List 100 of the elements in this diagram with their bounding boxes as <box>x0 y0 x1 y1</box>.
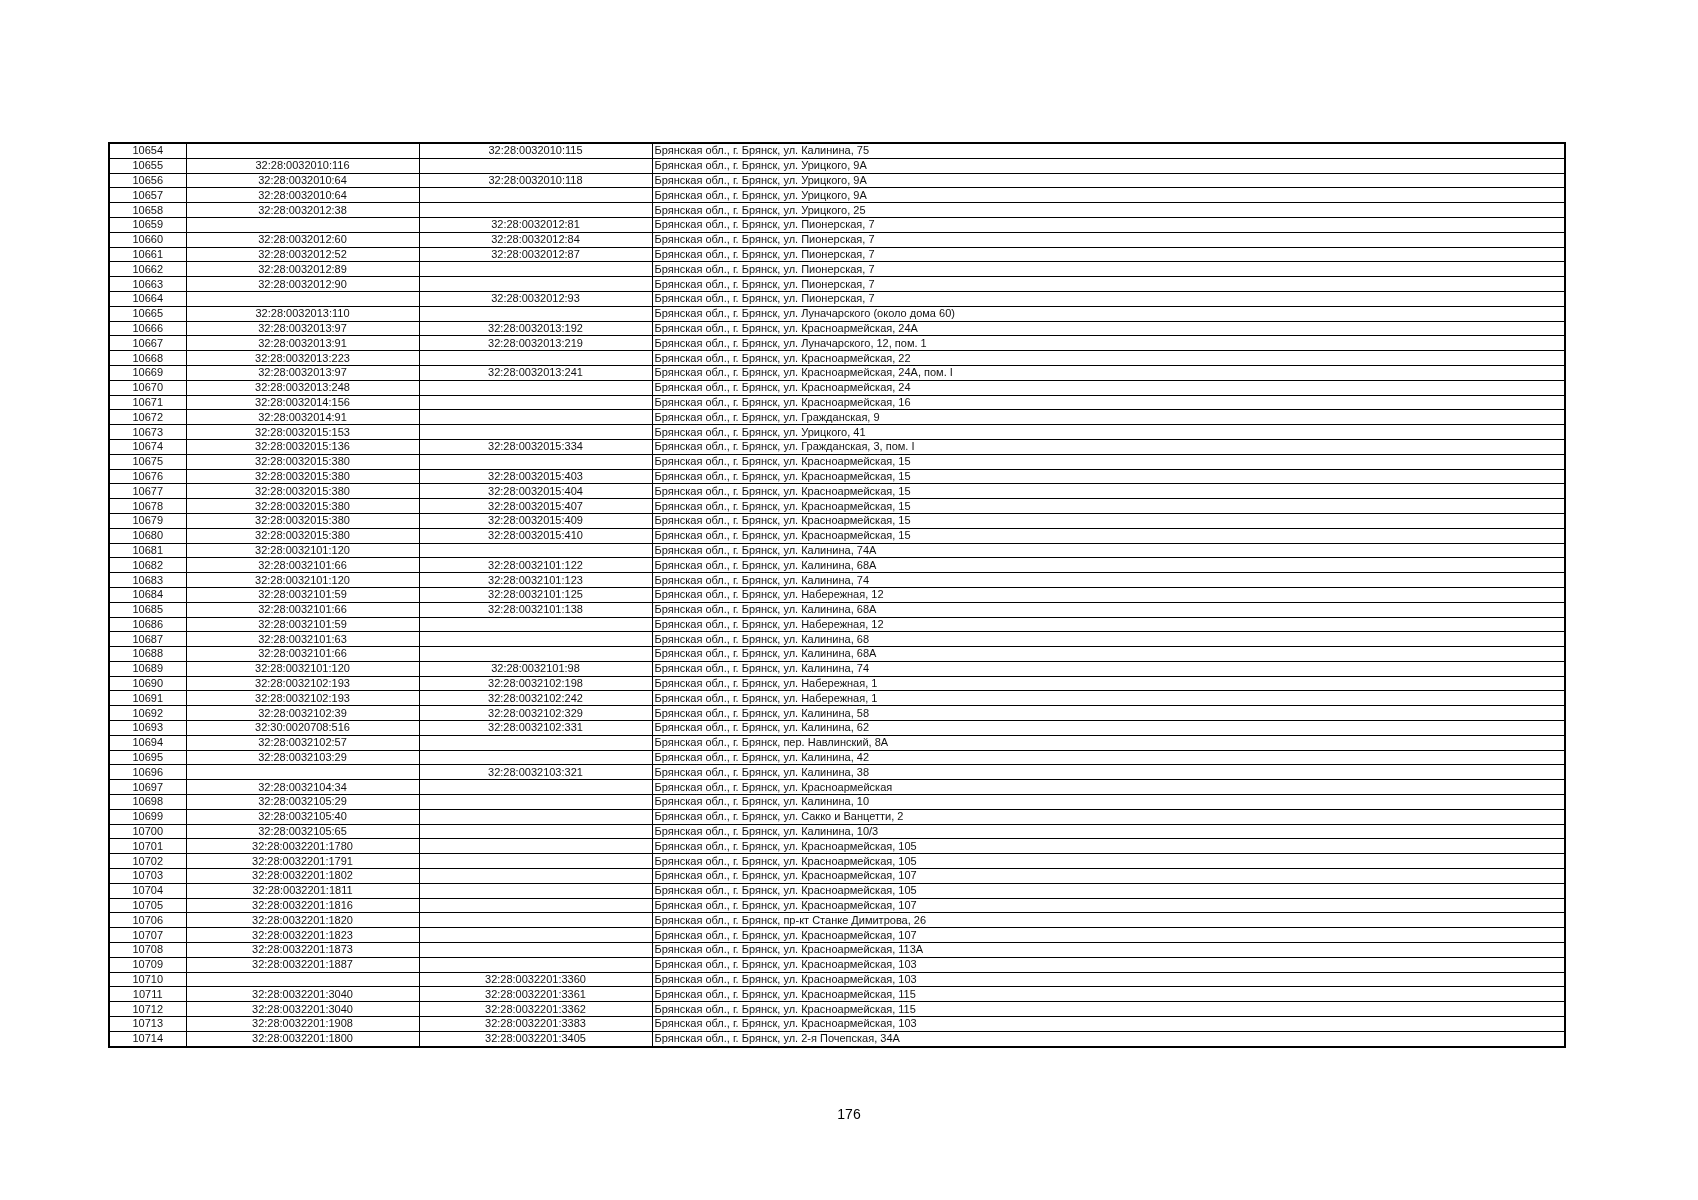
table-cell: 10670 <box>132 381 164 395</box>
table-cell: 10695 <box>132 751 164 765</box>
table-cell: 10654 <box>132 144 164 158</box>
table-cell: Брянская обл., г. Брянск, ул. Красноармейская, 105 <box>654 884 917 898</box>
table-cell: 32:28:0032103:321 <box>488 765 583 779</box>
table-cell: 10689 <box>132 662 164 676</box>
table-cell: 32:28:0032201:3360 <box>485 973 586 986</box>
table-cell: 10704 <box>132 884 164 898</box>
table-cell: 32:28:0032012:38 <box>258 203 347 217</box>
table-cell: 32:28:0032201:1802 <box>252 869 353 883</box>
table-cell: 32:28:0032101:98 <box>491 662 580 676</box>
table-cell: 32:28:0032105:65 <box>258 825 347 839</box>
table-cell: 10705 <box>132 899 164 913</box>
table-cell: Брянская обл., г. Брянск, ул. Красноармейская, 107 <box>654 928 917 942</box>
table-cell: 10701 <box>132 839 164 853</box>
table-cell: 10672 <box>132 410 164 424</box>
table-cell: 32:28:0032201:1791 <box>252 854 353 868</box>
table-cell: 32:28:0032105:40 <box>258 810 347 824</box>
table-cell: 10660 <box>132 233 164 247</box>
table-cell: 32:28:0032102:242 <box>488 691 583 705</box>
table-cell: 10664 <box>132 292 164 306</box>
table-cell: Брянская обл., г. Брянск, ул. Пионерская, 7 <box>654 247 875 261</box>
table-cell: 10659 <box>132 218 164 232</box>
table-cell: 10710 <box>132 973 164 986</box>
table-cell: 10691 <box>132 691 164 705</box>
table-cell: 32:28:0032013:192 <box>488 321 583 335</box>
table-cell: 10683 <box>132 573 164 587</box>
table-cell: 32:28:0032201:1820 <box>252 913 353 927</box>
table-cell: 10702 <box>132 854 164 868</box>
table-cell: 10655 <box>132 159 164 173</box>
table-cell: 32:28:0032015:409 <box>488 514 583 528</box>
table-cell: 32:28:0032201:1887 <box>252 958 353 972</box>
table-cell: Брянская обл., г. Брянск, ул. Калинина, 58 <box>654 706 870 720</box>
table-cell: 32:28:0032201:1816 <box>252 899 353 913</box>
table-cell: 32:28:0032102:57 <box>258 736 347 750</box>
table-cell: Брянская обл., г. Брянск, ул. Красноармейская, 105 <box>654 854 917 868</box>
table-cell: Брянская обл., г. Брянск, ул. Урицкого, 25 <box>654 203 866 217</box>
table-cell: 10690 <box>132 677 164 691</box>
table-cell: Брянская обл., г. Брянск, ул. Калинина, 74 <box>654 662 870 676</box>
table-cell: 32:28:0032013:219 <box>488 336 583 350</box>
table-cell: 32:28:0032015:380 <box>255 469 350 483</box>
table-cell: 32:28:0032012:84 <box>491 233 580 247</box>
table-cell: Брянская обл., г. Брянск, ул. Калинина, 68А <box>654 603 877 617</box>
table-cell: 32:28:0032015:410 <box>488 529 583 543</box>
table-cell: 32:28:0032102:329 <box>488 706 583 720</box>
table-cell: 32:28:0032101:59 <box>258 588 347 602</box>
table-cell: 32:28:0032101:66 <box>258 558 347 572</box>
table-cell: 32:28:0032012:81 <box>491 218 580 232</box>
table-cell: 32:28:0032013:248 <box>255 381 350 395</box>
table-cell: 10673 <box>132 425 164 439</box>
table-cell: Брянская обл., г. Брянск, ул. Набережная, 12 <box>654 588 884 602</box>
table-cell: Брянская обл., г. Брянск, ул. Красноармейская, 24А, пом. I <box>654 366 953 380</box>
table-cell: 10688 <box>132 647 164 661</box>
table-cell: 32:28:0032015:380 <box>255 499 350 513</box>
table-cell: 32:28:0032015:136 <box>255 440 350 454</box>
table-cell: 32:28:0032201:3040 <box>252 1002 353 1016</box>
table-cell: 32:28:0032014:91 <box>258 410 347 424</box>
table-cell: Брянская обл., г. Брянск, ул. Калинина, 62 <box>654 721 870 735</box>
table-cell: 32:28:0032201:3040 <box>252 987 353 1001</box>
table-cell: 32:28:0032010:64 <box>258 174 347 187</box>
table-cell: 32:28:0032102:193 <box>255 691 350 705</box>
table-cell: Брянская обл., г. Брянск, ул. Красноармейская, 107 <box>654 899 917 913</box>
table-cell: Брянская обл., г. Брянск, ул. Пионерская, 7 <box>654 277 875 291</box>
table-cell: Брянская обл., г. Брянск, ул. Калинина, 42 <box>654 751 870 765</box>
table-cell: Брянская обл., г. Брянск, ул. Красноармейская, 15 <box>654 514 911 528</box>
table-cell: 32:28:0032013:223 <box>255 351 350 365</box>
table-cell: 32:28:0032101:120 <box>255 662 350 676</box>
table-cell: 32:28:0032101:125 <box>488 588 583 602</box>
table-cell: Брянская обл., г. Брянск, ул. Красноармейская, 15 <box>654 469 911 483</box>
table-cell: Брянская обл., г. Брянск, ул. Пионерская, 7 <box>654 218 875 232</box>
table-cell: 10680 <box>132 529 164 543</box>
table-cell: Брянская обл., г. Брянск, ул. Красноармейская <box>654 780 893 794</box>
table-cell: 32:28:0032201:3383 <box>485 1017 586 1031</box>
table-cell: 10686 <box>132 617 164 631</box>
table-cell: 10665 <box>132 307 164 321</box>
table-cell: 32:28:0032013:110 <box>255 307 350 321</box>
table-cell: Брянская обл., г. Брянск, ул. Калинина, 75 <box>654 144 870 158</box>
table-cell: 10685 <box>132 603 164 617</box>
table-cell: 10711 <box>132 987 163 1001</box>
table-cell: Брянская обл., г. Брянск, пр-кт Станке Димитрова, 26 <box>654 913 927 927</box>
table-cell: Брянская обл., г. Брянск, ул. Калинина, 68А <box>654 647 877 661</box>
table-cell: 32:28:0032105:29 <box>258 795 347 809</box>
table-cell: 10714 <box>132 1032 164 1046</box>
table-cell: 10693 <box>132 721 164 735</box>
table-cell: 10684 <box>132 588 164 602</box>
table-cell: Брянская обл., г. Брянск, ул. Сакко и Ванцетти, 2 <box>654 810 904 824</box>
table-cell: 32:28:0032201:1823 <box>252 928 353 942</box>
table-cell: 32:28:0032013:97 <box>258 321 347 335</box>
table-cell: Брянская обл., г. Брянск, ул. Калинина, 74А <box>654 543 877 557</box>
table-cell: Брянская обл., г. Брянск, ул. Гражданская, 3, пом. I <box>654 440 915 454</box>
table-cell: 32:28:0032101:120 <box>255 573 350 587</box>
table-cell: 10666 <box>132 321 164 335</box>
table-cell: 32:28:0032101:66 <box>258 647 347 661</box>
table-cell: 10682 <box>132 558 164 572</box>
page-number: 176 <box>837 1106 861 1122</box>
table-cell: 32:28:0032102:198 <box>488 677 583 691</box>
table-cell: 32:28:0032010:118 <box>488 174 583 187</box>
table-cell: 32:28:0032101:120 <box>255 543 350 557</box>
table-cell: 32:28:0032201:1780 <box>252 839 353 853</box>
table-cell: Брянская обл., г. Брянск, ул. Красноармейская, 113А <box>654 943 924 957</box>
